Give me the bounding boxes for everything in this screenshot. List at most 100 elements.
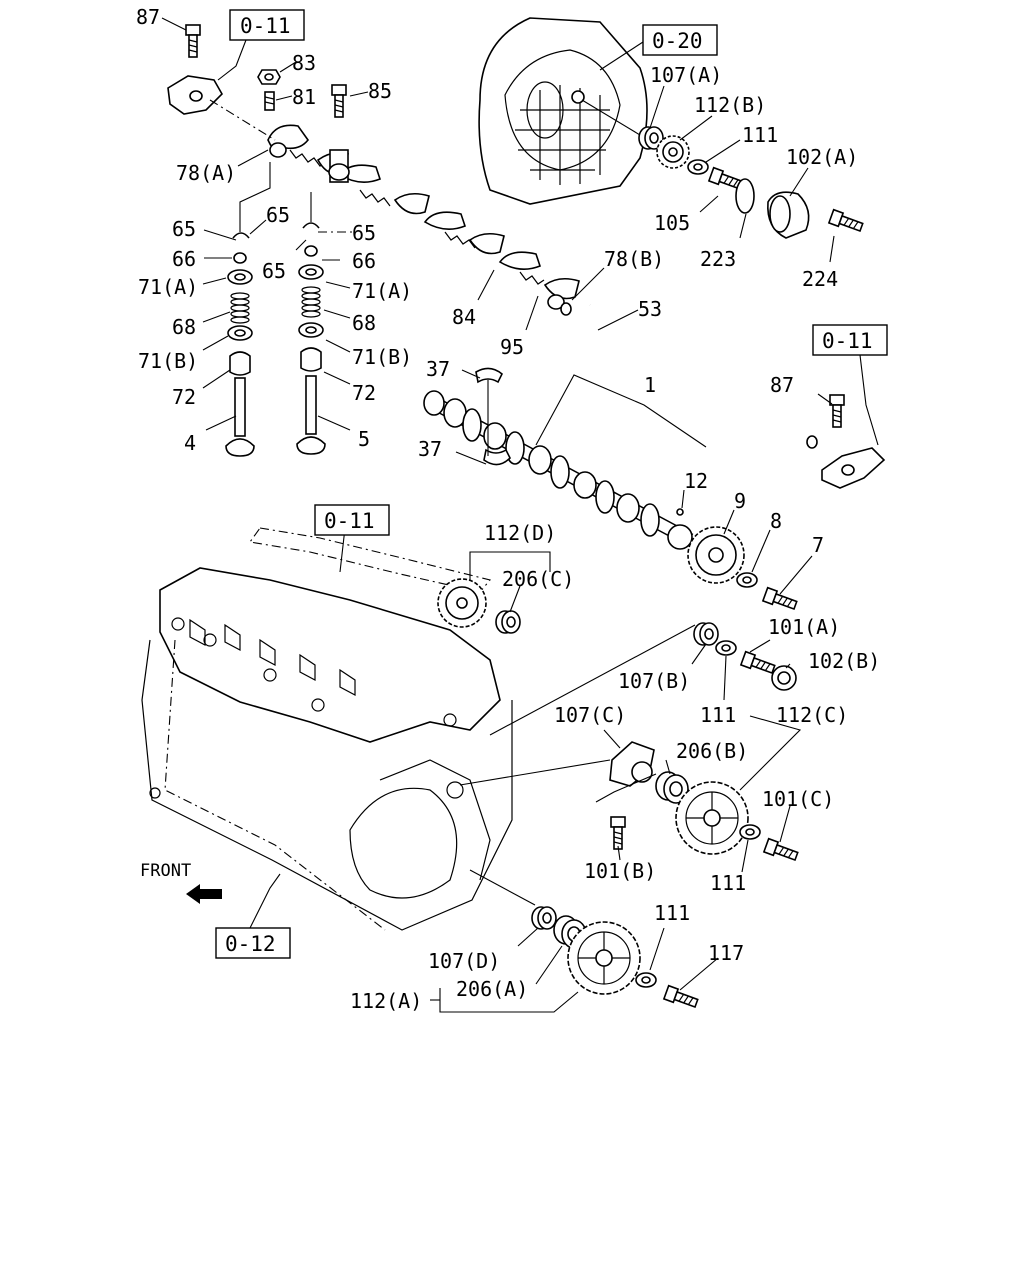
front-arrow-icon xyxy=(186,884,222,904)
bracket-107c xyxy=(609,741,655,787)
oil-pipe-53 xyxy=(560,302,818,449)
label-71a-right: 71(A) xyxy=(352,279,412,303)
label-66-right: 66 xyxy=(352,249,376,273)
label-87-left: 87 xyxy=(136,5,160,29)
label-107c: 107(C) xyxy=(554,703,626,727)
label-102b: 102(B) xyxy=(808,649,880,673)
label-112c: 112(C) xyxy=(776,703,848,727)
ref-020-text: 0-20 xyxy=(652,29,703,53)
flywheel-housing xyxy=(478,17,648,205)
rocker-springs xyxy=(289,149,545,285)
part-labels: 87 83 8 1 85 78(A) 65 65 65 65 66 66 71(A… xyxy=(136,5,880,1013)
o-ring-223 xyxy=(735,178,755,214)
label-65-b: 65 xyxy=(266,203,290,227)
label-78b: 78(B) xyxy=(604,247,664,271)
label-37-top: 37 xyxy=(426,357,450,381)
leader-block-107c xyxy=(459,759,611,786)
label-84: 84 xyxy=(452,305,476,329)
ref-011-top-text: 0-11 xyxy=(240,14,291,38)
label-206b: 206(B) xyxy=(676,739,748,763)
label-101c: 101(C) xyxy=(762,787,834,811)
cam-gear-9 xyxy=(687,526,745,584)
label-68-left: 68 xyxy=(172,315,196,339)
label-112b: 112(B) xyxy=(694,93,766,117)
label-4: 4 xyxy=(184,431,196,455)
label-53: 53 xyxy=(638,297,662,321)
bracket-bolt-87-right xyxy=(829,394,845,428)
engine-block xyxy=(141,567,513,931)
bearing-cap-37-upper xyxy=(475,367,503,384)
label-206c: 206(C) xyxy=(502,567,574,591)
rocker-end-plug-b xyxy=(547,294,565,310)
label-101b: 101(B) xyxy=(584,859,656,883)
label-72-right: 72 xyxy=(352,381,376,405)
ref-box-020: 0-20 xyxy=(642,24,718,56)
label-65-c: 65 xyxy=(352,221,376,245)
bush-206a xyxy=(553,915,587,949)
label-112a: 112(A) xyxy=(350,989,422,1013)
idler-gear-112b xyxy=(656,135,690,169)
adjusting-nut xyxy=(257,69,281,85)
label-71b-right: 71(B) xyxy=(352,345,412,369)
label-8: 8 xyxy=(770,509,782,533)
washer-8 xyxy=(736,572,758,588)
label-37-bottom: 37 xyxy=(418,437,442,461)
timing-gear-112c xyxy=(675,781,749,855)
crank-gear-112a xyxy=(567,921,641,995)
key-12 xyxy=(676,508,684,516)
rocker-bracket-bolt xyxy=(331,84,347,118)
label-71b-left: 71(B) xyxy=(138,349,198,373)
adjusting-screw xyxy=(264,91,275,111)
leader-bracket-shaft xyxy=(209,99,276,141)
ref-box-011-right: 0-11 xyxy=(812,324,888,356)
rocker-bracket-right xyxy=(821,447,886,489)
label-101a: 101(A) xyxy=(768,615,840,639)
bush-206c xyxy=(495,610,521,634)
bush-107d xyxy=(531,906,557,930)
rocker-shaft-bracket xyxy=(328,149,350,183)
bolt-7 xyxy=(762,586,799,613)
bolt-224 xyxy=(828,208,865,235)
label-107b: 107(B) xyxy=(618,669,690,693)
label-95: 95 xyxy=(500,335,524,359)
label-83: 83 xyxy=(292,51,316,75)
label-111-top: 111 xyxy=(742,123,778,147)
washer-111-lower xyxy=(739,824,761,840)
leader-block-107b xyxy=(489,624,696,736)
bolt-101a xyxy=(740,650,777,677)
label-78a: 78(A) xyxy=(176,161,236,185)
label-206a: 206(A) xyxy=(456,977,528,1001)
ref-box-011-mid: 0-11 xyxy=(314,504,390,536)
label-leaders xyxy=(161,17,835,1013)
label-72-left: 72 xyxy=(172,385,196,409)
label-65-d: 65 xyxy=(262,259,286,283)
camshaft xyxy=(423,390,694,550)
label-66-left: 66 xyxy=(172,247,196,271)
washer-111-top xyxy=(687,159,709,175)
ref-box-011-top: 0-11 xyxy=(229,9,305,41)
bolt-101b xyxy=(610,816,626,850)
ref-011-mid-text: 0-11 xyxy=(324,509,375,533)
label-87-right: 87 xyxy=(770,373,794,397)
cover-102a xyxy=(767,191,810,239)
label-112d: 112(D) xyxy=(484,521,556,545)
ref-012-text: 0-12 xyxy=(225,932,276,956)
label-102a: 102(A) xyxy=(786,145,858,169)
bolt-101c xyxy=(763,837,800,864)
rocker-bracket-left xyxy=(167,75,223,115)
label-117: 117 xyxy=(708,941,744,965)
label-224: 224 xyxy=(802,267,838,291)
label-111-mid: 111 xyxy=(700,703,736,727)
label-65-a: 65 xyxy=(172,217,196,241)
label-68-right: 68 xyxy=(352,311,376,335)
ref-011-right-text: 0-11 xyxy=(822,329,873,353)
bush-107b xyxy=(693,622,719,646)
label-111-lower: 111 xyxy=(710,871,746,895)
rocker-arm-shaft xyxy=(267,124,592,310)
label-85: 85 xyxy=(368,79,392,103)
washer-111-mid xyxy=(715,640,737,656)
label-7: 7 xyxy=(812,533,824,557)
label-71a-left: 71(A) xyxy=(138,275,198,299)
label-1: 1 xyxy=(644,373,656,397)
